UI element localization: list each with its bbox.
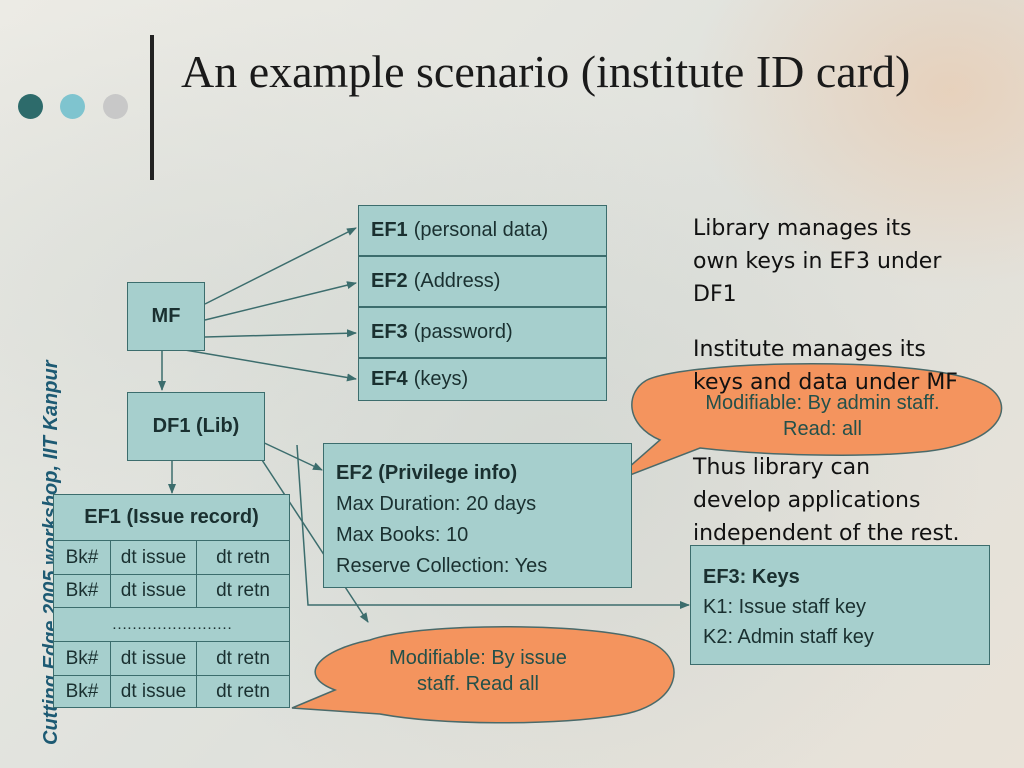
callout-admin-shape [611,363,1003,483]
table-row: Bk# dt issue dt retn [54,641,289,675]
cell-dt-issue: dt issue [111,541,197,574]
decor-dot-1 [18,94,43,119]
ef1-id: EF1 [371,219,408,241]
table-row: Bk# dt issue dt retn [54,574,289,607]
callout-admin-text: Modifiable: By admin staff. Read: all [705,392,940,440]
ef3-id: EF3 [371,321,408,343]
cell-dt-issue: dt issue [111,642,197,675]
privilege-line: Max Duration: 20 days [336,493,537,515]
keys-box: EF3: Keys K1: Issue staff key K2: Admin … [690,545,990,665]
privilege-line: Reserve Collection: Yes [336,555,548,577]
mf-ef1-box: EF1(personal data) [358,205,607,256]
note-library-independent: Thus library can develop applications in… [693,455,960,546]
callout-issue-shape [291,626,675,724]
privilege-title: EF2 (Privilege info) [336,462,518,484]
df1-box: DF1 (Lib) [127,392,265,461]
issue-record-title: EF1 (Issue record) [84,506,259,528]
ef1-desc: (personal data) [413,219,549,241]
mf-label: MF [151,305,181,327]
ef4-id: EF4 [371,368,408,390]
mf-ef2-box: EF2(Address) [358,256,607,307]
ef4-desc: (keys) [413,368,469,390]
slide-title: An example scenario (institute ID card) [181,46,911,97]
mf-box: MF [127,282,205,351]
table-row: Bk# dt issue dt retn [54,540,289,574]
arrow-df1-ef3 [296,444,690,609]
table-row: Bk# dt issue dt retn [54,675,289,708]
ef3-desc: (password) [413,321,513,343]
arrow-mf-ef3 [204,329,357,338]
cell-dt-issue: dt issue [111,676,197,708]
ef2-id: EF2 [371,270,408,292]
arrow-df1-callout [261,459,369,623]
cell-bk: Bk# [54,676,111,708]
title-divider [150,35,154,180]
arrow-mf-ef1 [204,227,357,305]
ef2-desc: (Address) [413,270,501,292]
arrow-mf-ef4 [184,349,357,382]
table-row-ellipsis: …………………… [54,607,289,641]
keys-title: EF3: Keys [703,566,800,588]
note-institute-keys: Institute manages its keys and data unde… [693,337,958,395]
keys-line: K2: Admin staff key [703,626,874,648]
cell-dt-retn: dt retn [216,681,270,702]
privilege-info-box: EF2 (Privilege info) Max Duration: 20 da… [323,443,632,588]
privilege-line: Max Books: 10 [336,524,469,546]
cell-dt-issue: dt issue [111,575,197,607]
arrow-df1-ef2 [257,439,323,471]
decor-dot-3 [103,94,128,119]
decor-dot-2 [60,94,85,119]
note-library-keys: Library manages its own keys in EF3 unde… [693,216,942,307]
cell-bk: Bk# [54,642,111,675]
mf-ef4-box: EF4(keys) [358,358,607,401]
cell-dt-retn: dt retn [216,546,270,568]
cell-dt-retn: dt retn [216,580,270,601]
callout-issue-text: Modifiable: By issue staff. Read all [389,647,567,695]
ellipsis-text: …………………… [111,615,233,633]
df1-label: DF1 (Lib) [152,415,240,437]
cell-dt-retn: dt retn [216,647,270,669]
keys-line: K1: Issue staff key [703,596,867,618]
cell-bk: Bk# [54,541,111,574]
cell-bk: Bk# [54,575,111,607]
mf-ef3-box: EF3(password) [358,307,607,358]
arrow-mf-ef2 [204,281,357,321]
issue-record-table: EF1 (Issue record) Bk# dt issue dt retn … [53,494,290,708]
